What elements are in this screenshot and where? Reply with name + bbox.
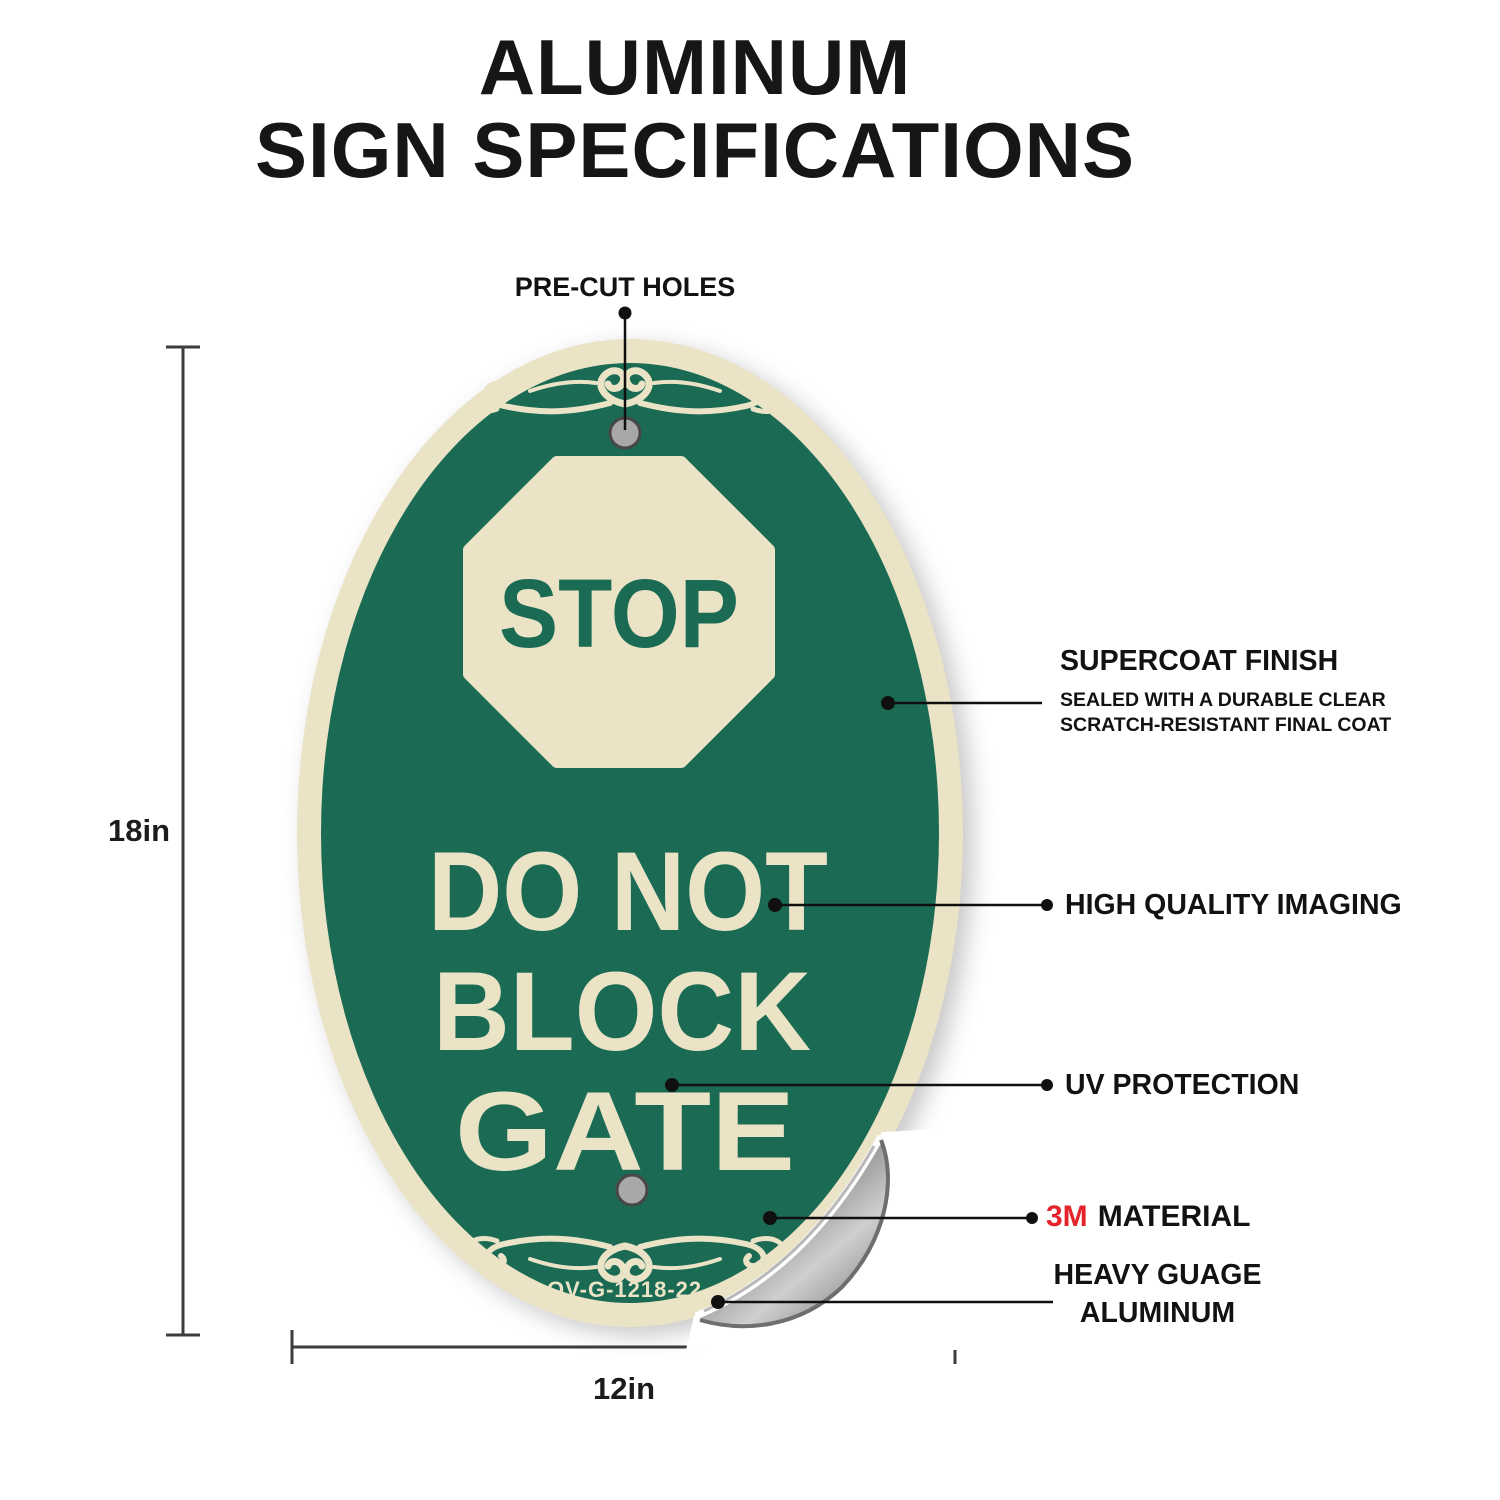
high-quality-imaging-label: HIGH QUALITY IMAGING — [1065, 889, 1402, 921]
heavy-gauge-line1: HEAVY GUAGE — [1053, 1259, 1262, 1291]
heavy-gauge-aluminum-callout: HEAVY GUAGE ALUMINUM — [1050, 1256, 1265, 1333]
page-title-line2: SIGN SPECIFICATIONS — [255, 105, 1135, 194]
pre-cut-hole-bottom — [615, 1173, 649, 1207]
uv-protection-label: UV PROTECTION — [1065, 1069, 1300, 1101]
pre-cut-holes-label: PRE-CUT HOLES — [514, 272, 736, 302]
material-label: MATERIAL — [1097, 1200, 1251, 1233]
sign: STOP DO NOT BLOCK GATE A-OV-G-1218-22 — [297, 339, 998, 1350]
curl-shadow-edge — [699, 1139, 890, 1329]
supercoat-finish-callout: SUPERCOAT FINISH SEALED WITH A DURABLE C… — [1060, 645, 1391, 739]
heavy-gauge-line2: ALUMINUM — [1079, 1297, 1236, 1330]
height-dimension-line — [166, 345, 200, 1337]
imaging-connector — [768, 898, 1053, 912]
height-dimension-label: 18in — [107, 813, 171, 848]
supercoat-connector — [881, 696, 1042, 710]
page-curl — [686, 1126, 998, 1350]
uv-connector — [665, 1078, 1053, 1092]
supercoat-finish-subtext-line2: SCRATCH-RESISTANT FINAL COAT — [1060, 714, 1392, 737]
material-callout: 3M MATERIAL — [1046, 1200, 1250, 1234]
supercoat-finish-label: SUPERCOAT FINISH — [1060, 645, 1339, 677]
message-line-3: GATE — [455, 1069, 795, 1194]
supercoat-finish-subtext-line1: SEALED WITH A DURABLE CLEAR — [1060, 689, 1386, 711]
message-line-1: DO NOT — [428, 829, 828, 954]
model-number: A-OV-G-1218-22 — [522, 1277, 702, 1302]
stop-octagon — [463, 456, 775, 768]
page-title-line1: ALUMINUM — [478, 23, 912, 111]
stop-text: STOP — [499, 559, 739, 668]
aluminum-connector — [711, 1295, 1053, 1309]
page-title: ALUMINUM SIGN SPECIFICATIONS — [0, 26, 1390, 191]
pre-cut-holes-connector — [618, 306, 632, 430]
material-connector — [763, 1211, 1038, 1225]
width-dimension-label: 12in — [592, 1371, 656, 1406]
message-line-2: BLOCK — [433, 949, 811, 1074]
curl-metal — [696, 1136, 890, 1327]
curl-stripe — [703, 1145, 876, 1313]
callout-lines — [618, 306, 1053, 1309]
3m-brand-label: 3M — [1046, 1200, 1088, 1233]
